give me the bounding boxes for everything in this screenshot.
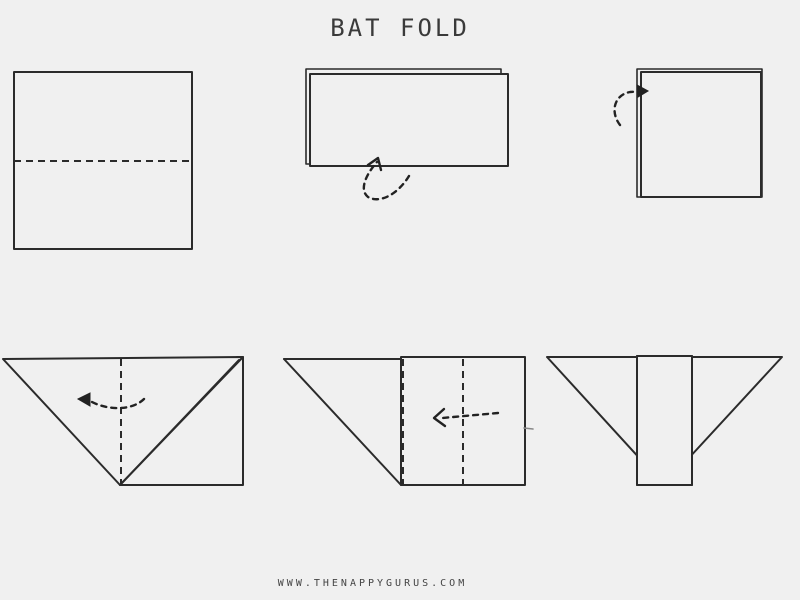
step-4-curved-arrow: [90, 397, 146, 410]
step-2-arrow-head: [366, 156, 383, 172]
step-6-center-panel-edge: [636, 355, 693, 486]
step-4-triangle-outline: [2, 356, 244, 486]
step-6-bat: [546, 355, 783, 486]
step-3-arrow-head: [636, 84, 650, 98]
step-6-panel-bottom-mask: [639, 458, 690, 483]
step-5-arrow-head: [432, 407, 447, 428]
step-3-curved-arrow: [613, 89, 646, 127]
step-2-curved-arrow: [362, 160, 411, 201]
step-3-front-layer: [640, 71, 762, 198]
step-2-front-layer: [309, 73, 509, 167]
step-4-diagonal-edge: [119, 359, 240, 486]
website-credit: WWW.THENAPPYGURUS.COM: [277, 578, 468, 589]
step-5-diagonal-edge: [283, 358, 402, 486]
step-5-left-arrow: [440, 411, 500, 420]
step-3-square: [613, 68, 763, 198]
step-2-rectangle: [305, 68, 509, 201]
step-4-triangle: [2, 356, 244, 486]
step-4-arrow-head: [76, 392, 91, 407]
step-4-right-flap: [119, 356, 244, 486]
step-1-square: [13, 71, 193, 250]
page-title: BAT FOLD: [330, 14, 470, 42]
step-5-edge-mark: [523, 427, 534, 430]
step-5-triangle: [283, 356, 534, 486]
